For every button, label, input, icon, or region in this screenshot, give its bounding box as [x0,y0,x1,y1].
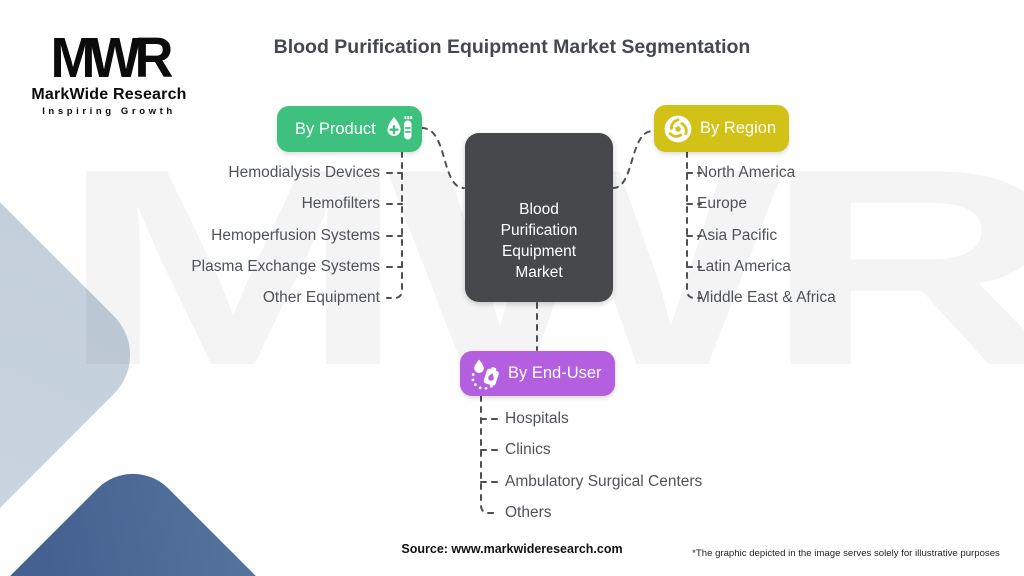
leaf-asia-pacific[interactable]: Asia Pacific [697,227,778,244]
logo-name: MarkWide Research [31,86,187,103]
leaf-hemofilters[interactable]: Hemofilters [301,195,380,212]
leaf-north-america[interactable]: North America [697,164,796,181]
page-title: Blood Purification Equipment Market Segm… [273,36,751,58]
decorative-dark-diamond [0,453,416,576]
leaf-hemoperfusion-systems[interactable]: Hemoperfusion Systems [211,227,380,244]
branch-pill-by-product[interactable]: By Product [277,106,422,152]
leaf-ambulatory-surgical-centers[interactable]: Ambulatory Surgical Centers [505,473,703,490]
leaf-other-equipment[interactable]: Other Equipment [262,289,380,306]
leaf-clinics[interactable]: Clinics [505,441,551,458]
globe-icon [663,114,693,144]
by-product-label: By Product [295,119,376,138]
disclaimer-text: *The graphic depicted in the image serve… [692,548,1000,559]
leaf-middle-east-africa[interactable]: Middle East & Africa [697,289,836,306]
leaf-hospitals[interactable]: Hospitals [505,410,569,427]
markwide-logo: MWR MarkWide Research Inspiring Growth [26,26,192,117]
by-end-user-label: By End-User [508,364,602,382]
leaf-plasma-exchange-systems[interactable]: Plasma Exchange Systems [191,258,380,275]
blood-drop-test-tube-icon [384,115,416,143]
leaf-others[interactable]: Others [505,504,552,521]
logo-monogram: MWR [50,26,174,90]
center-node: Blood Purification Equipment Market [465,133,613,302]
source-text: Source: www.markwideresearch.com [401,542,623,556]
leaf-europe[interactable]: Europe [697,195,747,212]
leaf-hemodialysis-devices[interactable]: Hemodialysis Devices [228,164,380,181]
branch-pill-by-end-user[interactable]: By End-User [460,351,615,396]
leaf-latin-america[interactable]: Latin America [697,258,791,275]
center-node-label: Blood Purification Equipment Market [500,200,578,281]
by-region-label: By Region [700,119,777,137]
logo-tagline: Inspiring Growth [42,106,176,117]
blood-bag-icon [470,358,502,390]
branch-pill-by-region[interactable]: By Region [654,105,789,152]
